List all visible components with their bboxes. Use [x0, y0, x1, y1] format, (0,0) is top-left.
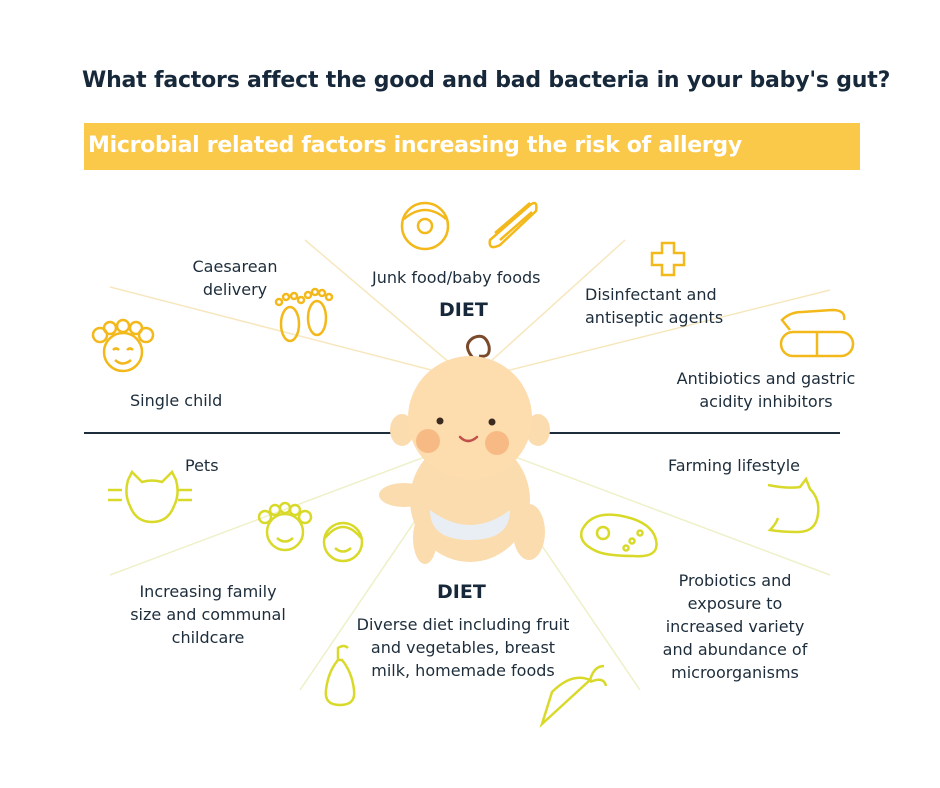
pills-icon — [779, 308, 855, 358]
cat-icon — [108, 469, 192, 524]
child-face-icon — [91, 318, 155, 373]
pig-icon — [767, 476, 820, 534]
top-rays — [109, 239, 831, 381]
label-pets: Pets — [185, 456, 219, 475]
footprints-icon — [274, 287, 334, 343]
label-single-child: Single child — [130, 391, 223, 410]
label-diet-top: DIET — [439, 299, 488, 321]
hotdog-icon — [488, 201, 538, 249]
label-diet-bottom: DIET — [437, 581, 486, 603]
banner: Microbial related factors increasing the… — [84, 123, 860, 170]
donut-icon — [400, 201, 450, 251]
steak-icon — [580, 513, 658, 558]
page-title: What factors affect the good and bad bac… — [82, 68, 891, 93]
pear-icon — [324, 644, 356, 707]
cross-icon — [650, 241, 686, 277]
label-junk-food: Junk food/baby foods — [372, 268, 541, 287]
label-farming: Farming lifestyle — [668, 456, 800, 475]
baby-illustration — [379, 334, 550, 564]
carrot-icon — [539, 664, 608, 729]
family-icon — [257, 501, 364, 563]
banner-text: Microbial related factors increasing the… — [88, 133, 742, 158]
